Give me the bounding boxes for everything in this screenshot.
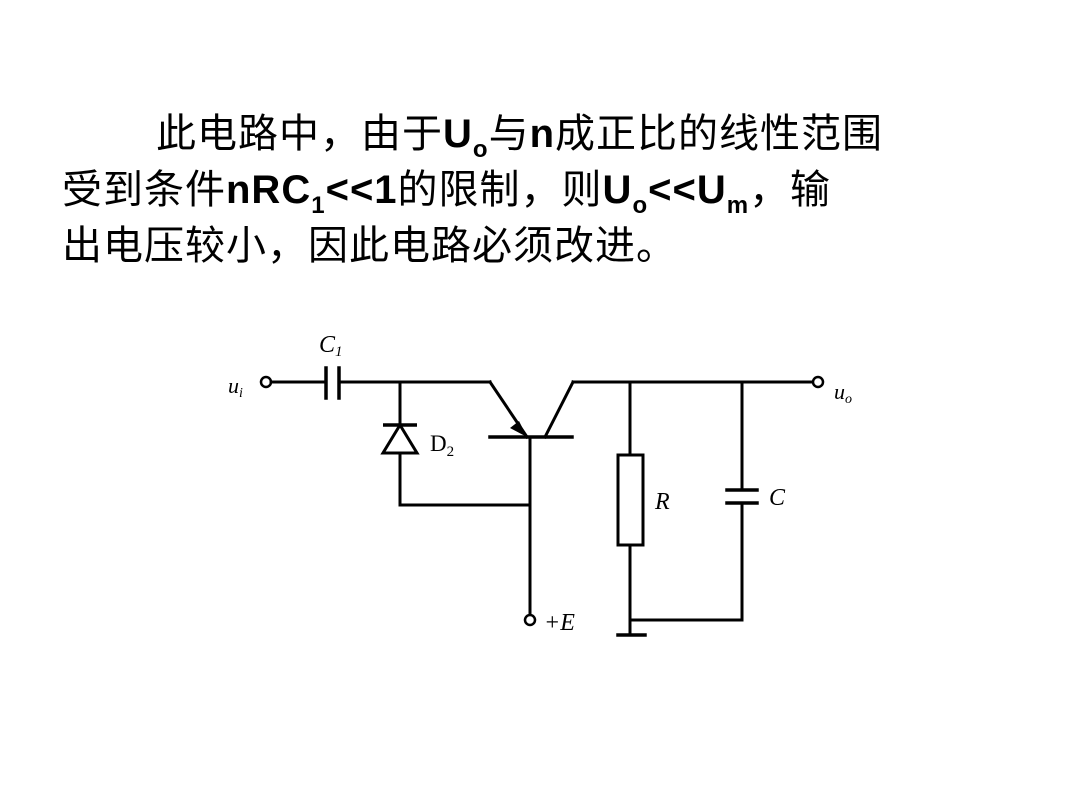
- emitter-arrow: [510, 421, 527, 437]
- resistor-r: [616, 453, 645, 547]
- label-e: +E: [544, 610, 575, 636]
- label-d2: D2: [430, 431, 454, 460]
- body-paragraph: 此电路中，由于Uo与n成正比的线性范围 受到条件nRC1<<1的限制，则Uo<<…: [62, 106, 1032, 274]
- diode-d2: [380, 422, 420, 455]
- label-ui: ui: [228, 373, 243, 401]
- uo-terminal: [811, 375, 825, 389]
- label-c1: C1: [319, 332, 343, 360]
- para-line-3: 出电压较小，因此电路必须改进。: [62, 223, 677, 269]
- transistor-collector: [542, 379, 576, 440]
- para-line-2: 受到条件nRC1<<1的限制，则Uo<<Um，输: [62, 167, 832, 219]
- para-line-1: 此电路中，由于Uo与n成正比的线性范围: [156, 111, 883, 163]
- label-uo: uo: [834, 379, 852, 407]
- label-c: C: [769, 485, 786, 511]
- label-r: R: [654, 489, 670, 515]
- e-terminal: [523, 613, 537, 627]
